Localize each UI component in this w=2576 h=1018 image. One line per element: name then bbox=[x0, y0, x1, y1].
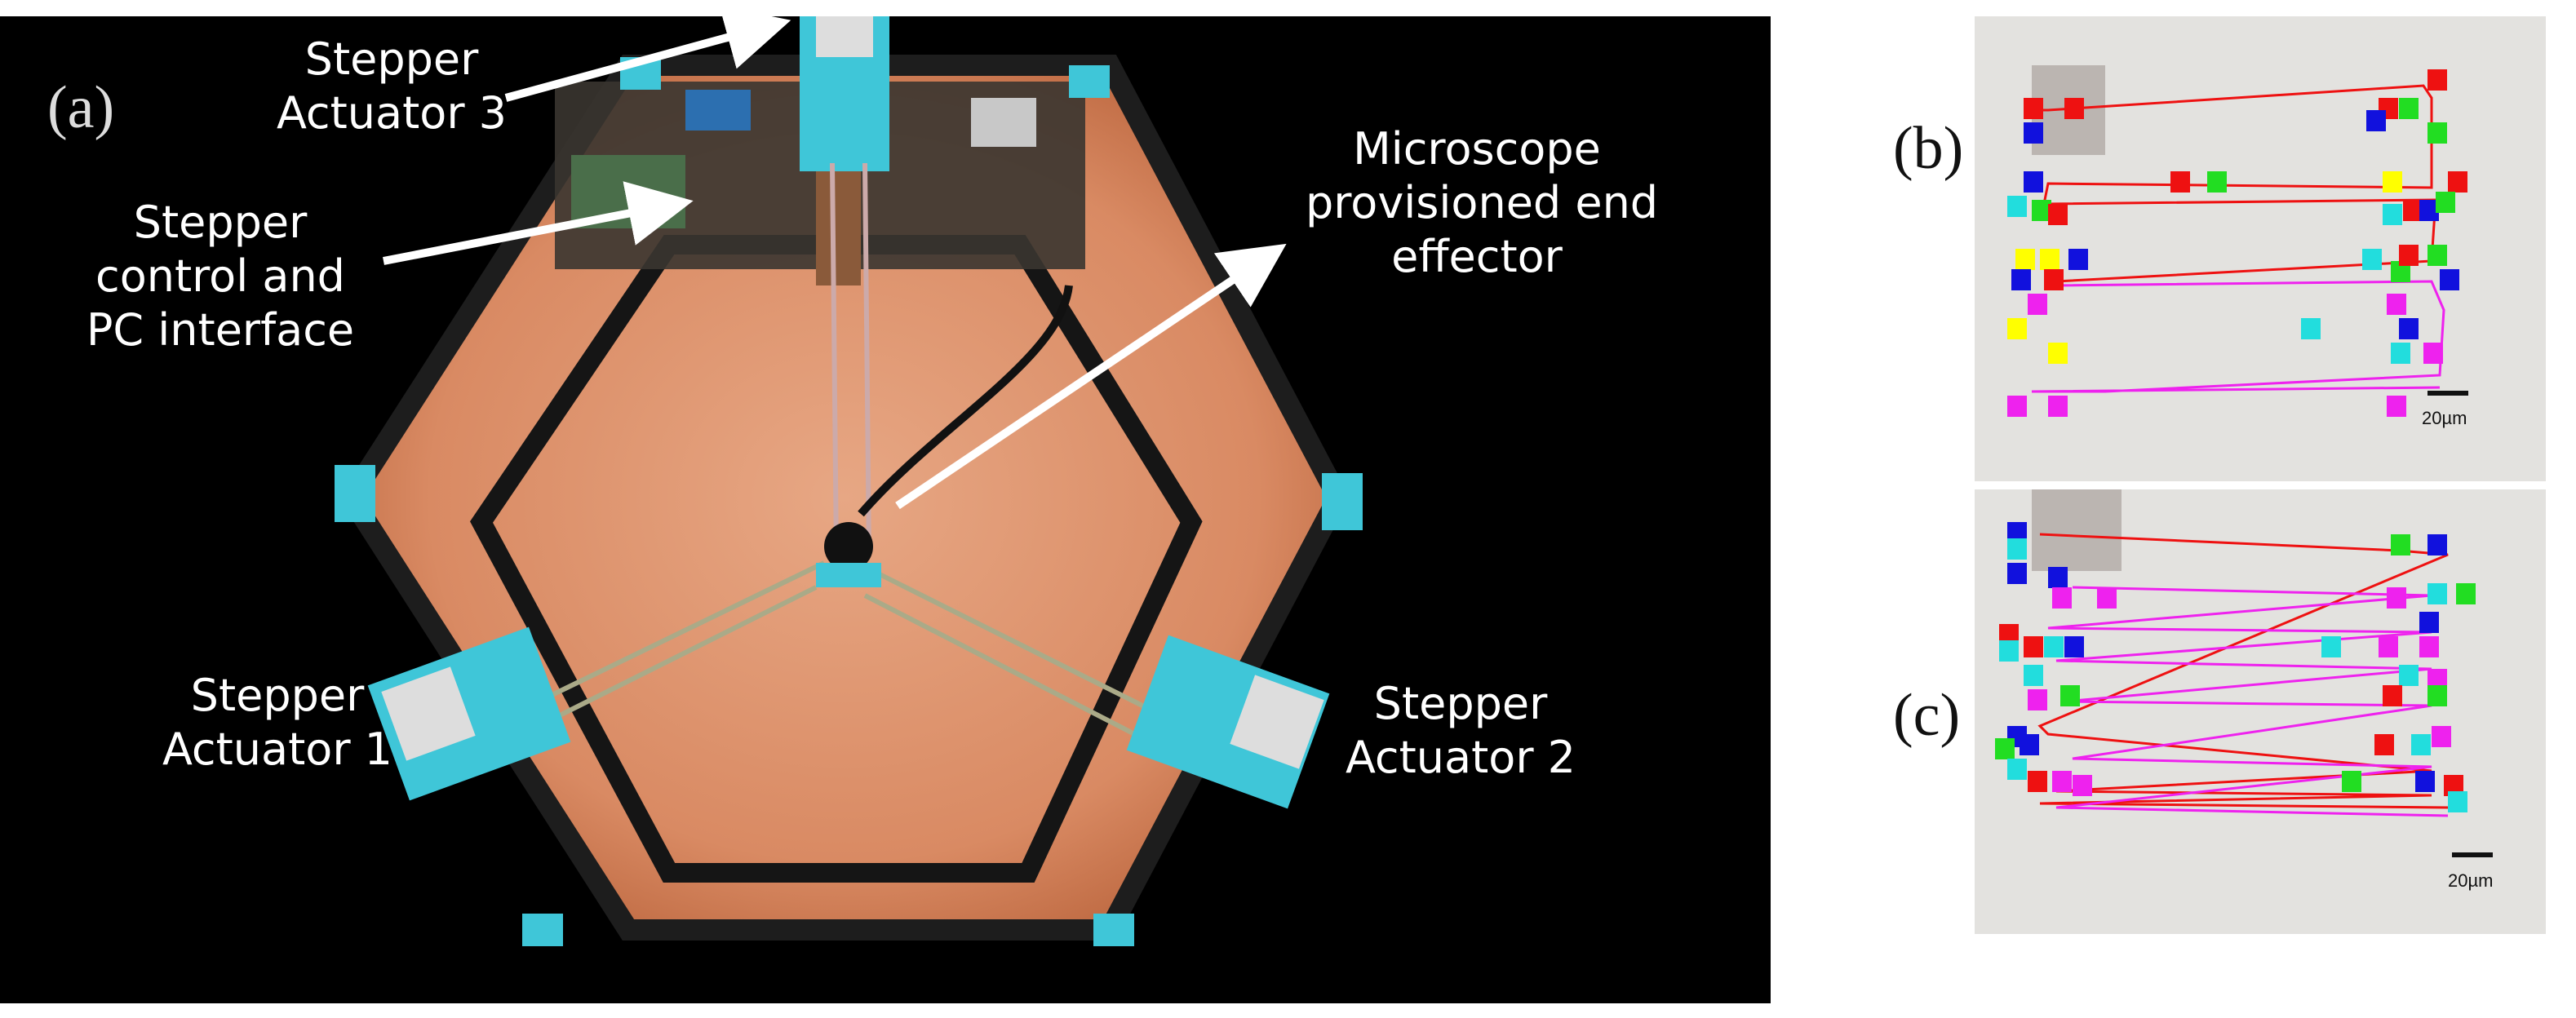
label-microscope: Microscope provisioned end effector bbox=[1306, 123, 1659, 282]
marker-b-22 bbox=[2068, 249, 2088, 270]
marker-b-37 bbox=[2048, 343, 2068, 364]
marker-b-32 bbox=[2387, 294, 2406, 315]
marker-b-12 bbox=[2448, 171, 2467, 193]
scale-bar-b: 20µm bbox=[2422, 408, 2467, 428]
marker-c-18 bbox=[2321, 636, 2341, 657]
marker-c-9 bbox=[2427, 583, 2447, 604]
marker-c-15 bbox=[2064, 636, 2084, 657]
marker-c-19 bbox=[2419, 636, 2439, 657]
marker-c-23 bbox=[2383, 685, 2402, 706]
marker-b-0 bbox=[2024, 98, 2043, 119]
marker-c-39 bbox=[2448, 791, 2467, 812]
marker-b-7 bbox=[2427, 122, 2447, 144]
marker-c-34 bbox=[2028, 771, 2047, 792]
marker-b-5 bbox=[2427, 69, 2447, 91]
actuator-2-block bbox=[1126, 635, 1330, 809]
trajectory-magenta-c bbox=[2047, 586, 2449, 817]
marker-c-13 bbox=[2024, 636, 2043, 657]
trajectory-red-c bbox=[2037, 533, 2449, 809]
marker-b-2 bbox=[2024, 122, 2043, 144]
marker-b-11 bbox=[2383, 171, 2402, 193]
marker-b-31 bbox=[2007, 318, 2027, 339]
marker-c-5 bbox=[2048, 567, 2068, 588]
marker-c-30 bbox=[2374, 734, 2394, 755]
trajectory-plot-c: 20µm bbox=[1995, 489, 2493, 891]
marker-c-8 bbox=[2387, 587, 2406, 609]
marker-c-26 bbox=[2060, 685, 2080, 706]
arrow-control bbox=[383, 181, 694, 265]
marker-c-7 bbox=[2097, 587, 2117, 609]
panel-c-tag: (c) bbox=[1893, 682, 1961, 749]
label-actuator-2: Stepper Actuator 2 bbox=[1345, 678, 1576, 783]
microscope-panel-b: 20µm bbox=[1975, 16, 2546, 481]
label-actuator-3: Stepper Actuator 3 bbox=[276, 33, 508, 139]
marker-c-37 bbox=[2415, 771, 2435, 792]
marker-c-33 bbox=[2007, 759, 2027, 780]
marker-b-9 bbox=[2207, 171, 2227, 193]
marker-b-36 bbox=[2423, 343, 2443, 364]
marker-c-11 bbox=[2419, 612, 2439, 633]
trajectory-magenta-b bbox=[2031, 280, 2445, 393]
label-actuator-1: Stepper Actuator 1 bbox=[162, 670, 393, 775]
marker-b-6 bbox=[2366, 110, 2386, 131]
marker-b-30 bbox=[2028, 294, 2047, 315]
marker-b-18 bbox=[2383, 204, 2402, 225]
marker-c-10 bbox=[2456, 583, 2476, 604]
marker-b-8 bbox=[2170, 171, 2190, 193]
marker-c-32 bbox=[2432, 726, 2451, 747]
marker-c-16 bbox=[1999, 640, 2019, 662]
microscope-panel-c: 20µm bbox=[1975, 489, 2546, 934]
marker-b-29 bbox=[2362, 249, 2382, 270]
marker-c-36 bbox=[2342, 771, 2361, 792]
trajectory-red-b bbox=[2032, 84, 2437, 283]
label-control: Stepper control and PC interface bbox=[86, 197, 355, 356]
marker-c-21 bbox=[2024, 665, 2043, 686]
marker-b-10 bbox=[2024, 171, 2043, 193]
marker-b-13 bbox=[2007, 196, 2027, 217]
marker-b-26 bbox=[2399, 245, 2419, 266]
marker-c-14 bbox=[2044, 636, 2064, 657]
arrow-microscope bbox=[895, 243, 1287, 510]
scale-bar-c: 20µm bbox=[2448, 870, 2493, 891]
marker-c-1 bbox=[2007, 538, 2027, 560]
marker-b-15 bbox=[2048, 204, 2068, 225]
arrow-actuator-3 bbox=[504, 6, 791, 102]
end-effector bbox=[824, 522, 873, 571]
actuator-1-block bbox=[367, 626, 571, 801]
robot-photo-panel: (a) Stepper Actuator 3 Stepper control a… bbox=[0, 6, 1771, 1003]
marker-b-24 bbox=[2044, 269, 2064, 290]
marker-b-3 bbox=[2399, 98, 2419, 119]
delta-robot-photo bbox=[335, 6, 1363, 946]
marker-b-27 bbox=[2427, 245, 2447, 266]
marker-b-23 bbox=[2011, 269, 2031, 290]
panel-b-tag: (b) bbox=[1893, 115, 1964, 182]
marker-b-28 bbox=[2440, 269, 2459, 290]
marker-b-1 bbox=[2064, 98, 2084, 119]
marker-c-25 bbox=[2028, 689, 2047, 710]
marker-c-20 bbox=[2399, 665, 2419, 686]
marker-c-2 bbox=[2391, 534, 2410, 555]
marker-b-38 bbox=[2007, 396, 2027, 417]
marker-b-39 bbox=[2048, 396, 2068, 417]
trajectory-plot-b: 20µm bbox=[2007, 65, 2468, 428]
marker-c-40 bbox=[2073, 775, 2092, 796]
marker-b-33 bbox=[2301, 318, 2321, 339]
marker-c-35 bbox=[2052, 771, 2072, 792]
marker-c-4 bbox=[2007, 563, 2027, 584]
marker-c-31 bbox=[2411, 734, 2431, 755]
marker-b-40 bbox=[2387, 396, 2406, 417]
marker-c-28 bbox=[1995, 738, 2015, 759]
marker-c-24 bbox=[2427, 685, 2447, 706]
marker-c-3 bbox=[2427, 534, 2447, 555]
marker-b-19 bbox=[2436, 192, 2455, 213]
marker-b-35 bbox=[2391, 343, 2410, 364]
marker-c-6 bbox=[2052, 587, 2072, 609]
marker-b-34 bbox=[2399, 318, 2419, 339]
panel-a-tag: (a) bbox=[47, 74, 115, 141]
marker-b-21 bbox=[2040, 249, 2059, 270]
marker-b-20 bbox=[2015, 249, 2035, 270]
marker-c-29 bbox=[2020, 734, 2039, 755]
marker-c-17 bbox=[2379, 636, 2398, 657]
